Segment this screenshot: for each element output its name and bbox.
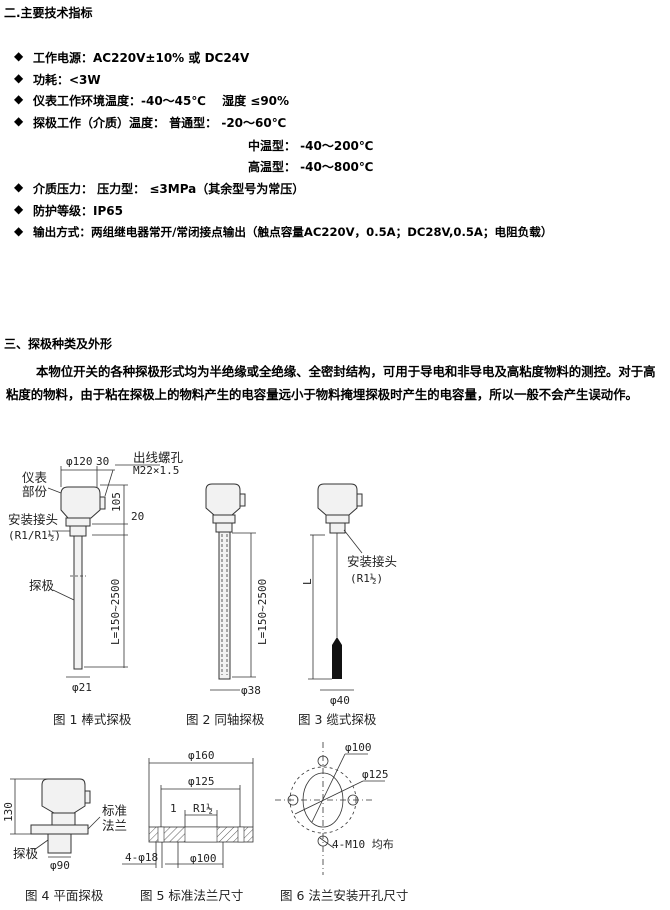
fig1-dim-20: 20 xyxy=(131,510,144,523)
section-2-title: 二.主要技术指标 xyxy=(4,6,93,20)
spec-item: 探极工作（介质）温度： 普通型： -20～60℃ xyxy=(33,116,287,130)
fig1-mount-thread-label: (R1/R1½) xyxy=(8,529,61,542)
fig4-diameter-label: φ90 xyxy=(50,859,70,872)
fig2-length-label: L=150~2500 xyxy=(256,579,269,645)
section-3-paragraph: 本物位开关的各种探极形式均为半绝缘或全绝缘、全密封结构，可用于导电和非导电及高粘… xyxy=(6,364,656,402)
fig1-mount-label: 安装接头 xyxy=(8,512,58,527)
fig1-diameter-label: φ21 xyxy=(72,681,92,694)
fig5-d100-label: φ100 xyxy=(190,852,217,865)
spec-item: 功耗：<3W xyxy=(33,73,101,87)
fig4-caption: 图 4 平面探极 xyxy=(25,888,104,903)
figure-3-cable-probe: L 安装接头 (R1½) φ40 图 3 缆式探极 xyxy=(298,483,397,727)
fig1-caption: 图 1 棒式探极 xyxy=(53,712,132,727)
fig6-bolts-label: 4-M10 均布 xyxy=(332,838,394,851)
fig1-dim-105: 105 xyxy=(110,492,123,512)
figure-1-rod-probe: φ120 30 出线螺孔 M22×1.5 仪表 部份 105 20 安装接头 (… xyxy=(8,450,184,727)
spec-item: 工作电源：AC220V±10% 或 DC24V xyxy=(33,51,250,65)
fig1-cable-hole-label: 出线螺孔 xyxy=(133,450,184,465)
spec-item: 防护等级：IP65 xyxy=(33,204,123,218)
fig5-d160-label: φ160 xyxy=(188,749,215,762)
spec-item: 输出方式：两组继电器常开/常闭接点输出（触点容量AC220V，0.5A；DC28… xyxy=(33,225,553,239)
fig1-dim-30: 30 xyxy=(96,455,109,468)
diamond-bullet-icon: ◆ xyxy=(14,71,24,85)
fig2-diameter-label: φ38 xyxy=(241,684,261,697)
spec-temp-mid: 中温型： -40～200℃ xyxy=(248,139,374,153)
spec-temp-high: 高温型： -40～800℃ xyxy=(248,160,374,174)
diamond-bullet-icon: ◆ xyxy=(14,202,24,216)
figure-6-mounting-holes: φ100 φ125 4-M10 均布 图 6 法兰安装开孔尺寸 xyxy=(275,741,408,903)
fig2-caption: 图 2 同轴探极 xyxy=(186,712,265,727)
fig3-length-label: L xyxy=(301,578,314,585)
fig3-mount-thread-label: (R1½) xyxy=(350,572,383,585)
figure-5-flange-dimensions: φ160 φ125 R1½ 1 φ100 4-φ18 图 5 标准法兰尺寸 xyxy=(122,749,254,903)
fig5-thread-label: R1½ xyxy=(193,802,213,815)
fig3-mount-label: 安装接头 xyxy=(347,554,397,569)
diamond-bullet-icon: ◆ xyxy=(14,114,24,128)
diamond-bullet-icon: ◆ xyxy=(14,180,24,194)
diamond-bullet-icon: ◆ xyxy=(14,92,24,106)
spec-item: 介质压力： 压力型： ≤3MPa（其余型号为常压） xyxy=(33,182,305,196)
section-3-title: 三、探极种类及外形 xyxy=(4,337,113,351)
fig3-caption: 图 3 缆式探极 xyxy=(298,712,377,727)
fig1-dim-d120: φ120 xyxy=(66,455,93,468)
fig5-d125-label: φ125 xyxy=(188,775,215,788)
fig6-caption: 图 6 法兰安装开孔尺寸 xyxy=(280,888,408,903)
fig5-holes-label: 4-φ18 xyxy=(125,851,158,864)
fig1-meter-label-2: 部份 xyxy=(22,484,48,499)
fig4-flange-label: 标准 xyxy=(102,803,127,818)
fig5-caption: 图 5 标准法兰尺寸 xyxy=(140,888,243,903)
diamond-bullet-icon: ◆ xyxy=(14,224,24,238)
figure-4-flat-probe: 130 标准 法兰 探极 φ90 图 4 平面探极 xyxy=(2,778,127,903)
fig1-length-label: L=150~2500 xyxy=(109,579,122,645)
diamond-bullet-icon: ◆ xyxy=(14,49,24,63)
fig6-d125-label: φ125 xyxy=(362,768,389,781)
figure-2-coaxial-probe: L=150~2500 φ38 图 2 同轴探极 xyxy=(186,483,269,727)
spec-item: 仪表工作环境温度：-40～45℃ 湿度 ≤90% xyxy=(33,94,290,108)
fig5-one-label: 1 xyxy=(170,802,177,815)
fig1-cable-thread-label: M22×1.5 xyxy=(133,464,179,477)
fig3-diameter-label: φ40 xyxy=(330,694,350,707)
fig4-height-label: 130 xyxy=(2,802,15,822)
fig6-d100-label: φ100 xyxy=(345,741,372,754)
fig4-flange-label-2: 法兰 xyxy=(102,818,127,833)
fig1-probe-label: 探极 xyxy=(29,578,55,593)
fig1-meter-label: 仪表 xyxy=(22,470,48,485)
fig4-probe-label: 探极 xyxy=(13,846,39,861)
